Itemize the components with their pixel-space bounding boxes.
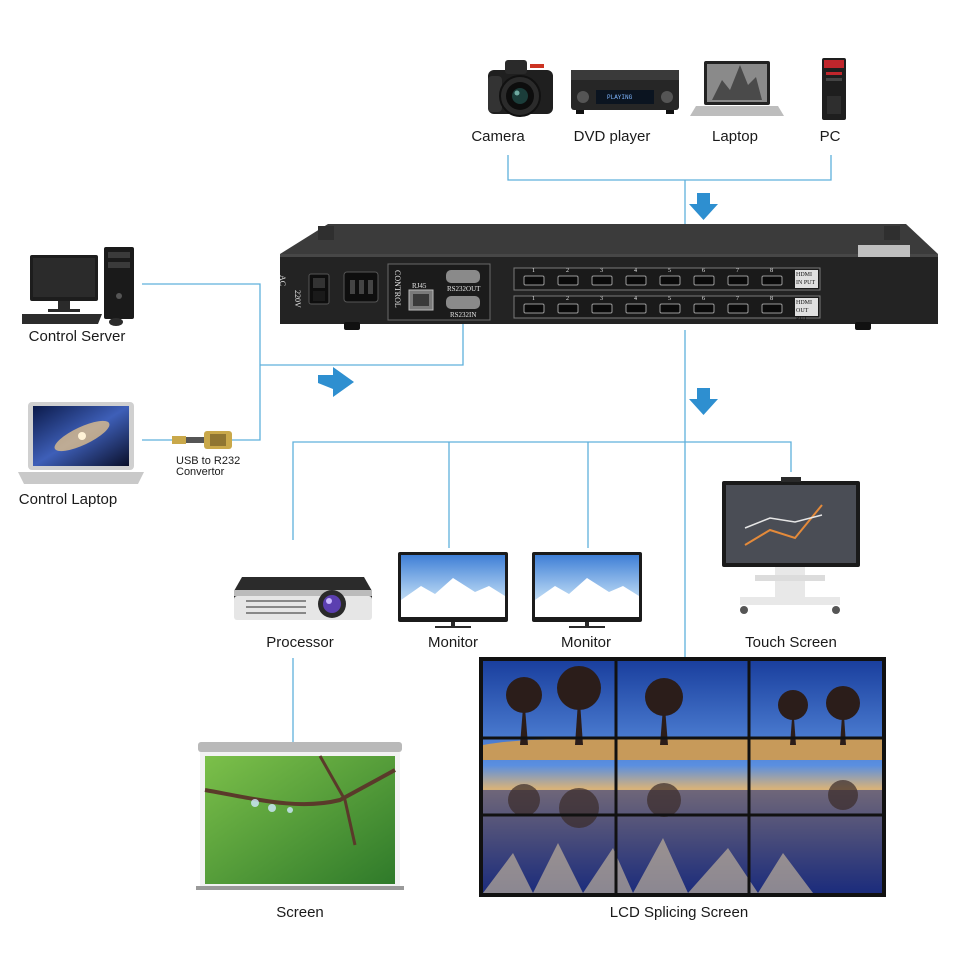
hdmi-output-port	[523, 303, 545, 314]
hdmi-port-number: 7	[736, 268, 739, 274]
hdmi-port-number: 2	[566, 268, 569, 274]
hdmi-input-port	[693, 275, 715, 286]
control-bus-line	[260, 322, 464, 366]
dvd-display-text: PLAYING	[607, 94, 633, 101]
laptop-label: Laptop	[712, 128, 758, 145]
hdmi-port-number: 3	[600, 268, 603, 274]
video-wall-icon	[479, 657, 886, 897]
hdmi-input-port	[659, 275, 681, 286]
hdmi-ports	[523, 275, 783, 314]
hdmi-output-port	[557, 303, 579, 314]
hdmi-port-number: 7	[736, 296, 739, 302]
source-bus-line	[507, 155, 832, 181]
monitor-icon	[532, 552, 642, 628]
monitor-2-label: Monitor	[560, 634, 612, 651]
hdmi-matrix-device	[280, 224, 938, 330]
laptop-icon	[690, 61, 784, 116]
hdmi-input-port	[625, 275, 647, 286]
hdmi-port-number: 8	[770, 296, 773, 302]
device-label-sticker	[858, 245, 910, 257]
hdmi-input-port	[557, 275, 579, 286]
hdmi-output-port	[625, 303, 647, 314]
processor-label: Processor	[266, 634, 334, 651]
touch-screen-label: Touch Screen	[745, 634, 837, 651]
control-label: CONTROL	[393, 270, 402, 308]
hdmi-output-port	[727, 303, 749, 314]
hdmi-input-port	[523, 275, 545, 286]
touch-screen-stand-icon	[722, 477, 860, 614]
hdmi-port-number: 4	[634, 268, 637, 274]
lcd-splicing-screen-label: LCD Splicing Screen	[609, 904, 749, 921]
hdmi-port-number: 3	[600, 296, 603, 302]
hdmi-in-label: HDMI IN PUT	[796, 272, 816, 286]
hdmi-output-port	[693, 303, 715, 314]
hdmi-port-number: 5	[668, 268, 671, 274]
arrow-right-icon	[318, 367, 354, 397]
screen-label: Screen	[276, 904, 324, 921]
hdmi-port-number: 8	[770, 268, 773, 274]
hdmi-output-port	[659, 303, 681, 314]
rs232in-port	[446, 296, 480, 309]
connection-lines	[142, 155, 832, 742]
ac-label: AC	[278, 275, 287, 287]
device-top	[280, 224, 938, 254]
hdmi-output-port	[761, 303, 783, 314]
hdmi-input-port	[591, 275, 613, 286]
voltage-label: 220V	[293, 290, 302, 308]
converter-label-line1: USB to R232	[176, 455, 241, 467]
control-server-line	[142, 283, 261, 441]
hdmi-out-label: HDMI OUT PUT	[796, 300, 812, 322]
hdmi-port-number: 1	[532, 268, 535, 274]
rs232out-port	[446, 270, 480, 283]
hdmi-port-number: 4	[634, 296, 637, 302]
hdmi-port-number: 5	[668, 296, 671, 302]
hdmi-input-port	[761, 275, 783, 286]
rs232out-label: RS232OUT	[447, 285, 481, 293]
monitor-icon	[398, 552, 508, 628]
control-laptop-label: Control Laptop	[18, 491, 118, 508]
pc-tower-icon	[822, 58, 846, 120]
laptop-icon	[18, 402, 144, 484]
output-bus-line	[292, 441, 792, 540]
converter-label-line2: Convertor	[176, 466, 225, 478]
rj45-label: RJ45	[412, 282, 427, 290]
desktop-computer-icon	[22, 247, 134, 326]
projector-icon	[234, 577, 372, 620]
dvd-player-icon	[571, 70, 679, 114]
hdmi-port-number: 6	[702, 296, 705, 302]
arrow-down-icon	[689, 388, 718, 415]
control-server-label: Control Server	[28, 328, 126, 345]
arrow-down-icon	[689, 193, 718, 220]
hdmi-port-number: 1	[532, 296, 535, 302]
rs232in-label: RS232IN	[450, 311, 477, 319]
hdmi-output-port	[591, 303, 613, 314]
dvd-player-label: DVD player	[573, 128, 651, 145]
usb-serial-cable-icon	[172, 431, 232, 449]
hdmi-port-number: 2	[566, 296, 569, 302]
camera-label: Camera	[471, 128, 525, 145]
flow-arrows	[318, 193, 718, 415]
hdmi-port-number: 6	[702, 268, 705, 274]
pc-label: PC	[819, 128, 841, 145]
hdmi-input-port	[727, 275, 749, 286]
projection-screen-icon	[196, 742, 404, 890]
monitor-1-label: Monitor	[427, 634, 479, 651]
camera-icon	[488, 60, 553, 117]
